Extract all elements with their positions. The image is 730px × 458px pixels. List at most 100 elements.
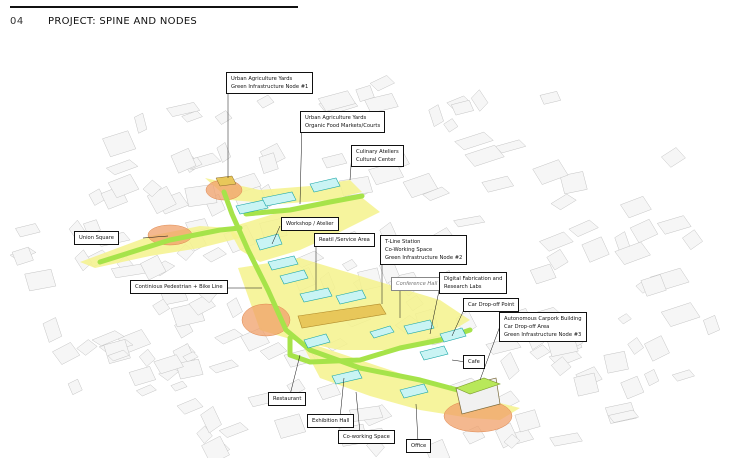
context-block bbox=[153, 354, 184, 375]
context-block bbox=[355, 85, 375, 102]
context-block bbox=[110, 263, 146, 279]
context-block bbox=[364, 93, 399, 114]
context-block bbox=[464, 144, 505, 167]
context-block bbox=[102, 130, 137, 158]
node1-pavilion bbox=[215, 175, 237, 187]
context-block bbox=[139, 254, 167, 281]
context-block bbox=[660, 302, 701, 327]
context-block bbox=[529, 263, 557, 285]
context-block bbox=[216, 142, 231, 163]
label-restaurant: Restaurant bbox=[268, 392, 307, 406]
context-block bbox=[256, 94, 275, 109]
context-block bbox=[453, 215, 486, 228]
context-block bbox=[603, 350, 629, 374]
context-block bbox=[67, 378, 83, 396]
context-block bbox=[500, 351, 520, 380]
new-building-block bbox=[303, 333, 331, 349]
page-title: PROJECT: SPINE AND NODES bbox=[48, 16, 198, 27]
context-block bbox=[529, 344, 551, 360]
context-block bbox=[105, 159, 139, 176]
label-conference: Conference Hall bbox=[391, 277, 443, 291]
context-block bbox=[514, 409, 541, 433]
context-block bbox=[134, 112, 148, 134]
context-block bbox=[317, 90, 356, 112]
context-block bbox=[138, 348, 156, 367]
context-block bbox=[538, 231, 574, 252]
label-car-dropoff: Car Drop-off Point bbox=[463, 298, 520, 312]
context-block bbox=[202, 247, 227, 263]
feature-buildings bbox=[215, 175, 501, 415]
context-block bbox=[321, 153, 348, 169]
new-building-block bbox=[419, 345, 449, 361]
context-block bbox=[656, 215, 692, 235]
new-building-block bbox=[331, 369, 363, 385]
context-block bbox=[640, 274, 667, 297]
context-block bbox=[91, 330, 125, 347]
context-block bbox=[214, 110, 233, 125]
context-block bbox=[42, 317, 63, 343]
context-block bbox=[644, 335, 670, 362]
context-block bbox=[539, 91, 562, 105]
context-block bbox=[107, 349, 130, 362]
context-block bbox=[614, 241, 651, 265]
context-block bbox=[11, 246, 34, 266]
context-block bbox=[559, 171, 588, 195]
context-block bbox=[170, 147, 197, 174]
context-block bbox=[218, 422, 249, 438]
label-union-square: Union Square bbox=[74, 231, 119, 245]
context-block bbox=[450, 99, 475, 116]
context-block bbox=[682, 229, 703, 251]
context-block bbox=[369, 75, 396, 92]
label-pedestrian: Continious Pedestrian + Bike Line bbox=[130, 280, 228, 294]
context-block bbox=[170, 380, 188, 392]
context-block bbox=[176, 398, 204, 415]
context-block bbox=[316, 382, 342, 401]
context-block bbox=[581, 236, 610, 263]
context-block bbox=[181, 110, 203, 123]
context-block bbox=[532, 159, 569, 185]
context-block bbox=[24, 268, 57, 292]
context-block bbox=[660, 147, 686, 168]
context-block bbox=[550, 356, 572, 377]
context-block bbox=[549, 432, 583, 447]
context-block bbox=[226, 297, 243, 319]
context-block bbox=[617, 313, 632, 325]
context-block bbox=[128, 366, 157, 387]
context-block bbox=[208, 359, 240, 374]
green-spine bbox=[97, 189, 483, 399]
context-block bbox=[627, 337, 644, 355]
new-building-block bbox=[369, 325, 395, 339]
label-office: Office bbox=[406, 439, 432, 453]
context-block bbox=[422, 186, 451, 201]
context-block bbox=[620, 375, 645, 400]
section-number: 04 bbox=[10, 16, 24, 27]
context-block bbox=[454, 131, 494, 151]
carpark-roof bbox=[455, 377, 501, 395]
context-block bbox=[258, 152, 279, 174]
context-block bbox=[175, 358, 204, 380]
context-block bbox=[703, 315, 721, 336]
new-buildings bbox=[235, 177, 467, 399]
context-block bbox=[608, 409, 639, 423]
context-block bbox=[152, 298, 171, 316]
context-block bbox=[166, 102, 201, 117]
context-block bbox=[142, 179, 162, 198]
header-rule bbox=[10, 6, 298, 8]
tline-station-roof bbox=[297, 303, 387, 329]
context-block bbox=[341, 259, 358, 272]
new-building-block bbox=[235, 199, 269, 215]
context-block bbox=[503, 433, 521, 449]
context-block bbox=[671, 369, 695, 382]
context-block bbox=[259, 342, 288, 360]
context-block bbox=[196, 425, 213, 444]
label-retail: Reatil /Service Area bbox=[314, 233, 375, 247]
label-coworking: Co-working Space bbox=[338, 430, 395, 444]
context-block bbox=[201, 435, 230, 458]
context-block bbox=[568, 219, 599, 237]
new-building-block bbox=[403, 319, 435, 335]
